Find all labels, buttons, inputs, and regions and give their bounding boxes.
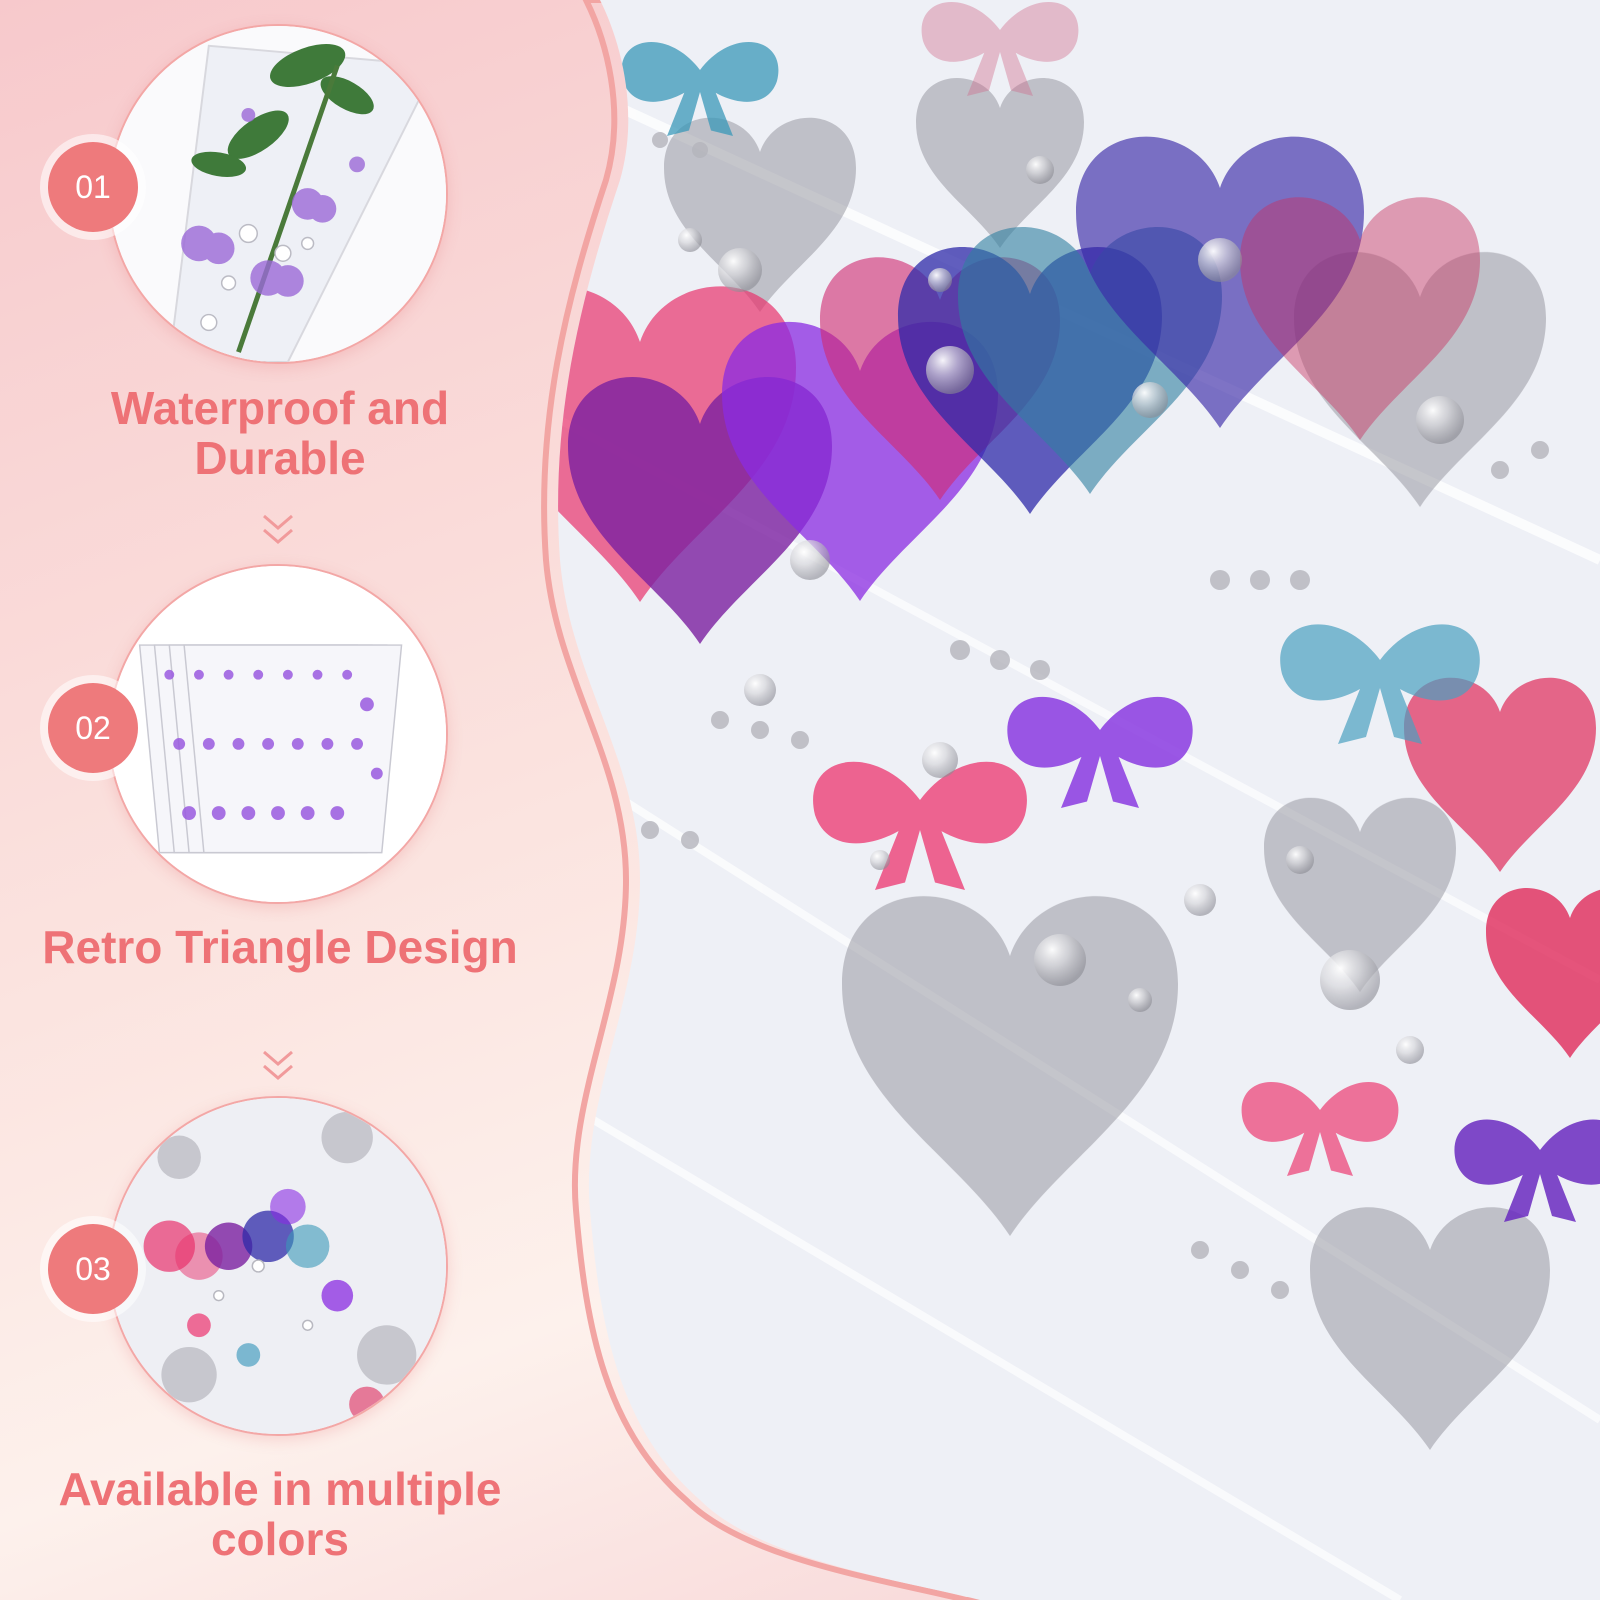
- chevron-double-down-icon: [263, 1050, 293, 1080]
- feature-caption-1-line1: Waterproof and: [110, 382, 450, 434]
- feature-image-1: [108, 24, 448, 364]
- feature-caption-3-line2: colors: [210, 1513, 350, 1565]
- rose-in-sleeve-image: [110, 26, 446, 362]
- feature-caption-3-line1: Available in multiple: [58, 1463, 502, 1515]
- heart-print-closeup-image: [110, 1098, 446, 1434]
- stacked-sleeves-image: [110, 566, 446, 902]
- feature-image-3: [108, 1096, 448, 1436]
- feature-caption-3: Available in multiple colors: [0, 1464, 560, 1564]
- feature-image-2: [108, 564, 448, 904]
- chevron-double-down-icon: [263, 514, 293, 544]
- feature-number-badge-3: 03: [48, 1224, 138, 1314]
- feature-caption-1: Waterproof and Durable: [0, 383, 560, 483]
- feature-caption-2-line1: Retro Triangle Design: [42, 921, 518, 973]
- feature-number-badge-2: 02: [48, 683, 138, 773]
- feature-caption-2: Retro Triangle Design: [0, 922, 560, 972]
- feature-number-badge-1: 01: [48, 142, 138, 232]
- feature-caption-1-line2: Durable: [194, 432, 366, 484]
